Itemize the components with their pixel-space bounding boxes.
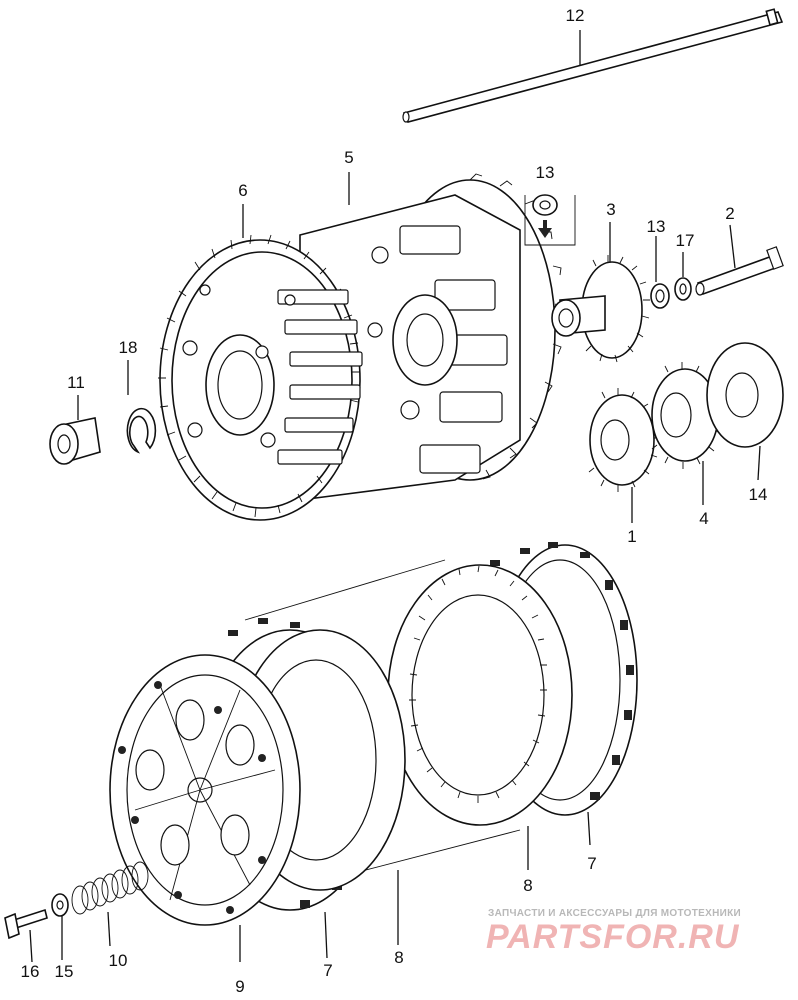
part-15-washer (51, 893, 69, 960)
part-9-pressure-plate (109, 654, 301, 962)
part-14-lock-washer (706, 342, 784, 481)
callout-5: 5 (344, 148, 353, 167)
callout-14: 14 (749, 485, 768, 504)
callout-15: 15 (55, 962, 74, 981)
callout-3: 3 (606, 200, 615, 219)
callout-7-rear: 7 (587, 854, 596, 873)
callout-9: 9 (235, 977, 244, 996)
callout-1: 1 (627, 527, 636, 546)
callout-7-front: 7 (323, 961, 332, 980)
callout-13-inset: 13 (536, 163, 555, 182)
part-13-thrust-washer (650, 236, 670, 309)
watermark-brand: PARTSFOR.RU (486, 918, 740, 956)
part-16-bolt (4, 908, 48, 963)
callout-10: 10 (109, 951, 128, 970)
part-8-plain-plate-rear (387, 564, 573, 870)
callout-11: 11 (67, 373, 85, 392)
callout-17: 17 (676, 231, 695, 250)
part-18-circlip (126, 360, 157, 454)
callout-8-front: 8 (394, 948, 403, 967)
part-4-gear (651, 362, 726, 505)
part-17-circlip (674, 252, 692, 301)
callout-8-rear: 8 (523, 876, 532, 895)
callout-16: 16 (21, 962, 40, 981)
callout-4: 4 (699, 509, 708, 528)
callout-13: 13 (647, 217, 666, 236)
watermark-tagline: ЗАПЧАСТИ И АКСЕССУАРЫ ДЛЯ МОТОТЕХНИКИ (488, 908, 741, 919)
part-11-collar (49, 395, 101, 465)
part-13-washer-inset (524, 194, 576, 246)
part-3-primary-driven-gear (551, 222, 650, 363)
callout-18: 18 (119, 338, 138, 357)
callout-labels: 12 5 6 13 3 13 17 2 18 11 1 4 14 7 8 7 8… (21, 6, 768, 996)
callout-6: 6 (238, 181, 247, 200)
callout-2: 2 (725, 204, 734, 223)
part-2-shaft (695, 224, 784, 296)
part-1-gear (588, 388, 661, 523)
part-6-clutch-outer (158, 172, 564, 521)
part-10-clutch-spring (71, 861, 149, 947)
callout-12: 12 (566, 6, 585, 25)
watermark: ЗАПЧАСТИ И АКСЕССУАРЫ ДЛЯ МОТОТЕХНИКИ PA… (486, 908, 741, 956)
part-12-push-rod (402, 8, 784, 123)
